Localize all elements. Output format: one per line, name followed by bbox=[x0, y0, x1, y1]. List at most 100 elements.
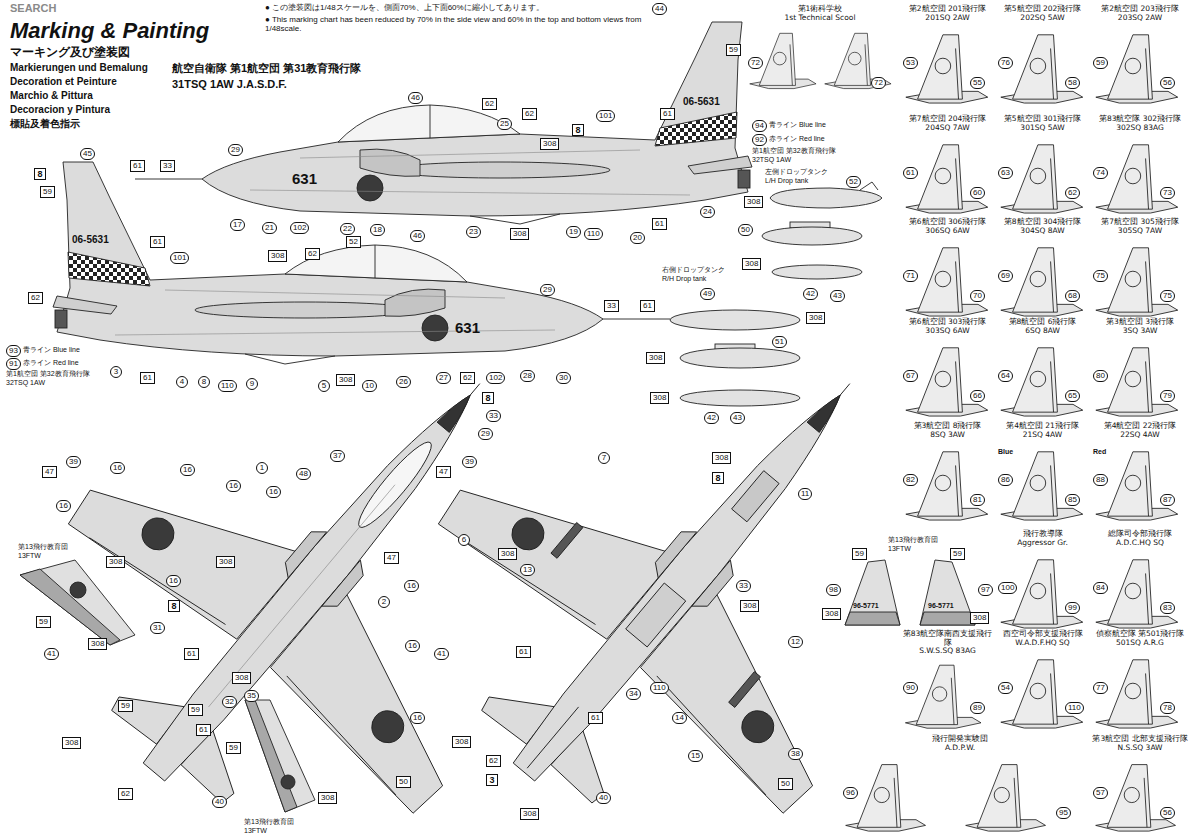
callout-number: 308 bbox=[62, 737, 81, 749]
callout-number: 65 bbox=[1065, 390, 1080, 402]
callout-number: 308 bbox=[268, 250, 287, 262]
rudder-line bbox=[1014, 778, 1017, 827]
unit-emblem bbox=[773, 52, 786, 65]
unit-name: 第4航空団 21飛行隊 bbox=[995, 422, 1090, 431]
tail-fin bbox=[1001, 35, 1083, 103]
note-text: 第1航空団 第32教育飛行隊 bbox=[6, 370, 90, 378]
fin-outline bbox=[1107, 765, 1151, 828]
tail-fin bbox=[825, 33, 891, 88]
unit-emblem bbox=[1030, 683, 1046, 699]
note-text: 13FTW bbox=[244, 827, 267, 835]
unit-name: 第5航空団 202飛行隊 bbox=[995, 5, 1090, 14]
unit-emblem bbox=[935, 58, 951, 74]
callout-number: 42 bbox=[803, 288, 818, 300]
callout-number: 59 bbox=[118, 700, 133, 712]
rudder-line bbox=[956, 48, 959, 99]
callout-number: 63 bbox=[998, 167, 1013, 179]
callout-number: 308 bbox=[88, 638, 107, 650]
callout-number: 72 bbox=[748, 57, 763, 69]
callout-number: 89 bbox=[970, 702, 985, 714]
callout-number: 90 bbox=[903, 682, 918, 694]
callout-number: 41 bbox=[44, 648, 59, 660]
callout-number: 11 bbox=[798, 488, 812, 500]
callout-number: 17 bbox=[230, 219, 245, 231]
tail-fin-drawing bbox=[745, 27, 895, 105]
callout-number: 74 bbox=[1093, 167, 1108, 179]
callout-number: 308 bbox=[806, 312, 825, 324]
unit-code: 306SQ 6AW bbox=[900, 227, 995, 236]
callout-number: 62 bbox=[1065, 187, 1080, 199]
fin-outline bbox=[918, 348, 963, 412]
rudder-line bbox=[894, 778, 897, 827]
callout-number: 28 bbox=[520, 370, 535, 382]
callout-number: 308 bbox=[498, 548, 517, 560]
callout-number: 308 bbox=[970, 612, 989, 624]
callout-number: 100 bbox=[998, 582, 1017, 594]
callout-number: 16 bbox=[56, 500, 71, 512]
callout-number: 41 bbox=[434, 648, 449, 660]
callout-number: 49 bbox=[700, 288, 715, 300]
tail-marking-panel: 第8航空団 6飛行隊6SQ 8AW bbox=[995, 318, 1090, 418]
callout-number: 308 bbox=[318, 792, 337, 804]
callout-number: 62 bbox=[460, 372, 475, 384]
callout-number: 61 bbox=[184, 648, 199, 660]
fin-outline bbox=[1108, 145, 1153, 209]
callout-number: 2 bbox=[378, 596, 390, 608]
unit-code: 305SQ 7AW bbox=[1090, 227, 1190, 236]
unit-name: 第83航空隊南西支援飛行隊 bbox=[900, 630, 995, 647]
callout-number: 308 bbox=[106, 556, 125, 568]
note-text: ● This marking chart has been reduced by… bbox=[265, 15, 645, 33]
callout-number: 308 bbox=[510, 228, 529, 240]
tail-marking-panel: 第5航空団 202飛行隊202SQ 5AW bbox=[995, 5, 1090, 105]
callout-number: 91 bbox=[6, 358, 21, 370]
rudder-line bbox=[1146, 48, 1149, 99]
callout-number: 88 bbox=[1093, 474, 1108, 486]
tail-fin-drawing bbox=[900, 658, 995, 730]
callout-number: 39 bbox=[462, 456, 477, 468]
callout-number: 97 bbox=[978, 584, 993, 596]
callout-number: 16 bbox=[404, 580, 419, 592]
note-text: 32TSQ 1AW bbox=[752, 156, 791, 164]
callout-number: 62 bbox=[305, 248, 320, 260]
callout-number: 59 bbox=[950, 548, 965, 560]
fin-outline bbox=[1013, 145, 1058, 209]
sheet-title: Marking & Painting bbox=[10, 18, 209, 43]
rudder-line bbox=[1146, 673, 1149, 724]
tail-marking-panel: 第4航空団 22飛行隊22SQ 4AW bbox=[1090, 422, 1190, 522]
unit-emblem bbox=[848, 52, 861, 65]
unit-emblem bbox=[1125, 168, 1141, 184]
fin-outline bbox=[916, 665, 957, 724]
note-text: 96-5771 bbox=[928, 602, 954, 610]
callout-number: 72 bbox=[871, 77, 886, 89]
fin-outline bbox=[918, 248, 963, 312]
callout-number: 110 bbox=[650, 682, 669, 694]
callout-number: 308 bbox=[452, 736, 471, 748]
callout-number: 43 bbox=[830, 290, 845, 302]
callout-number: 78 bbox=[1160, 702, 1175, 714]
tail-marking-panel: 西空司令部支援飛行隊W.A.D.F.HQ SQ bbox=[995, 630, 1090, 730]
callout-number: 61 bbox=[640, 300, 655, 312]
callout-number: 110 bbox=[584, 228, 603, 240]
unit-name: 第83航空隊 302飛行隊 bbox=[1090, 115, 1190, 124]
callout-number: 86 bbox=[998, 474, 1013, 486]
callout-number: 6 bbox=[458, 534, 470, 546]
unit-code: 204SQ 7AW bbox=[900, 124, 995, 133]
tail-fin bbox=[966, 765, 1046, 832]
tail-fin bbox=[1096, 145, 1178, 213]
unit-code: 8SQ 3AW bbox=[900, 431, 995, 440]
callout-number: 59 bbox=[1093, 57, 1108, 69]
callout-number: 48 bbox=[296, 468, 311, 480]
fin-outline bbox=[1108, 35, 1153, 99]
unit-name: 第3航空団 8飛行隊 bbox=[900, 422, 995, 431]
fin-outline bbox=[1013, 35, 1058, 99]
rudder-line bbox=[1051, 573, 1054, 624]
callout-number: 42 bbox=[704, 412, 719, 424]
note-text: 13FTW bbox=[18, 552, 41, 560]
callout-number: 308 bbox=[216, 556, 235, 568]
tail-fin bbox=[1096, 348, 1178, 416]
callout-number: 35 bbox=[244, 690, 259, 702]
callout-number: 55 bbox=[970, 77, 985, 89]
tail-marking-panel: 第4航空団 21飛行隊21SQ 4AW bbox=[995, 422, 1090, 522]
unit-code: W.A.D.F.HQ SQ bbox=[995, 639, 1090, 648]
callout-number: 10 bbox=[362, 380, 377, 392]
